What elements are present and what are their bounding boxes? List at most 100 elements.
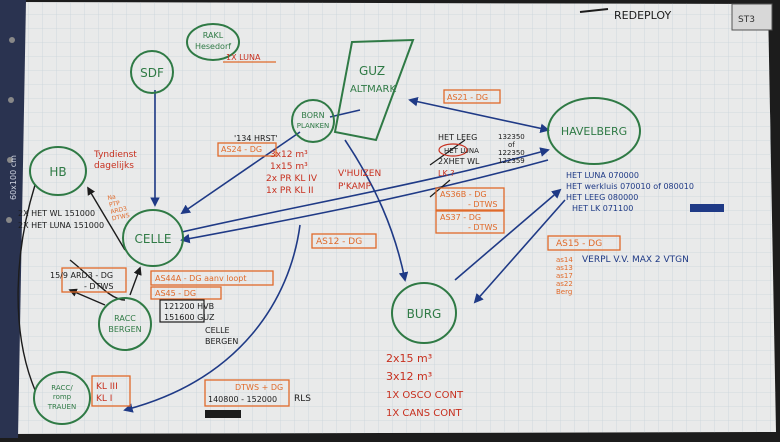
born-load-4: 1x PR KL II: [266, 186, 314, 196]
node-guz-altmark: GUZ ALTMARK: [333, 38, 415, 142]
burg-load-4: 1X CANS CONT: [386, 408, 463, 419]
het-time-1: 132350: [498, 133, 525, 141]
as12-label: AS12 - DG: [316, 237, 362, 247]
trauen-line3: TRAUEN: [47, 403, 76, 411]
born-loads: 3x12 m³ 1x15 m³ 2x PR KL IV 1x PR KL II …: [266, 150, 381, 196]
svg-text:PTP: PTP: [108, 200, 120, 209]
node-burg: BURG: [391, 282, 457, 344]
bergen-schedule: 121200 HVB 151600 GUZ CELLE BERGEN: [159, 299, 238, 346]
born-line1: BORN: [301, 111, 324, 120]
corner-tag-box: [731, 3, 773, 31]
node-hb: HB: [29, 146, 87, 196]
havelberg-schedule: HET LUNA 070000 HET werkluis 070010 of 0…: [566, 171, 724, 213]
celle-label: CELLE: [135, 232, 172, 246]
het-3: 2XHET WL: [438, 157, 480, 166]
hb-annotations: Tyndienst dagelijks 2X HET WL 151000 2X …: [18, 150, 137, 230]
guz-line1: GUZ: [359, 64, 385, 78]
het-1: HET LEEG: [438, 133, 477, 142]
trauen-line1: RACC/: [51, 384, 73, 392]
hb-note-1: Tyndienst: [93, 150, 137, 160]
as36-2: - DTWS: [468, 200, 497, 209]
rakl-tag: 1X LUNA: [226, 53, 261, 62]
as24-label: AS24 - DG: [221, 145, 262, 154]
havelberg-label: HAVELBERG: [561, 125, 627, 138]
as15-o1: as14: [556, 256, 573, 264]
rakl-line2: Hesedorf: [195, 42, 231, 51]
kl-1: KL III: [96, 382, 118, 392]
hb-label: HB: [49, 165, 66, 179]
corner-tag: ST3: [738, 15, 755, 25]
bergen-row-3: CELLE: [205, 326, 230, 335]
burg-loads: 2x15 m³ 3x12 m³ 1X OSCO CONT 1X CANS CON…: [386, 352, 464, 419]
vhuizen-1: V'HUIZEN: [338, 169, 381, 179]
ard3-box: 15/9 ARD3 - DG - DTWS: [50, 267, 127, 293]
born-load-3: 2x PR KL IV: [266, 174, 318, 184]
bergen-line1: RACC: [114, 314, 136, 323]
as15-group: AS15 - DG as14 as13 as17 as22 Berg VERPL…: [547, 235, 689, 296]
as12-box: AS12 - DG: [311, 233, 377, 249]
celle-orange-note: Na PTP ARD3 DTWS: [107, 193, 131, 222]
havel-redacted: [690, 204, 724, 212]
trauen-kl-box: KL III KL I: [91, 375, 131, 407]
het-time-3: 122350: [498, 149, 525, 157]
node-havelberg: HAVELBERG: [547, 97, 641, 165]
svg-text:Na: Na: [107, 193, 117, 202]
vhuizen-2: P'KAMP: [338, 182, 372, 192]
het-block: HET LEEG HET LUNA 2XHET WL LK ? 132350 o…: [438, 133, 525, 178]
dtws-time: 140800 - 152000: [208, 395, 277, 404]
as21-label: AS21 - DG: [447, 93, 488, 102]
hb-het-1: 2X HET WL 151000: [18, 209, 95, 218]
as21-box: AS21 - DG: [443, 89, 501, 104]
as36-1: AS36B - DG: [440, 190, 487, 199]
born-line2: PLANKEN: [297, 122, 330, 130]
redacted-mark: [205, 410, 241, 418]
havel-row-4: HET LK 071100: [572, 204, 633, 213]
node-racc-bergen: RACC BERGEN: [98, 297, 152, 351]
as44-label: AS44A - DG aanv loopt: [155, 274, 246, 283]
rls-label: RLS: [294, 394, 311, 404]
burg-load-2: 3x12 m³: [386, 370, 432, 383]
as24-group: '134 HRST' AS24 - DG: [217, 134, 278, 157]
sdf-label: SDF: [140, 66, 164, 80]
as15-label: AS15 - DG: [556, 239, 602, 249]
havel-row-3: HET LEEG 080000: [566, 193, 638, 202]
bergen-row-2: 151600 GUZ: [164, 313, 215, 322]
hb-het-2: 2X HET LUNA 151000: [18, 221, 104, 230]
as36-as37-boxes: AS36B - DG - DTWS AS37 - DG - DTWS: [435, 187, 505, 234]
bergen-line2: BERGEN: [108, 325, 141, 334]
as37-2: - DTWS: [468, 223, 497, 232]
bergen-row-4: BERGEN: [205, 337, 238, 346]
node-born-planken: BORN PLANKEN: [291, 99, 335, 143]
havel-row-2: HET werkluis 070010 of 080010: [566, 182, 694, 191]
het-2: HET LUNA: [444, 147, 479, 155]
kl-2: KL I: [96, 394, 112, 404]
burg-load-1: 2x15 m³: [386, 352, 432, 365]
as15-o2: as13: [556, 264, 573, 272]
born-load-1: 3x12 m³: [270, 150, 308, 160]
het-time-4: 122359: [498, 157, 525, 165]
havel-row-1: HET LUNA 070000: [566, 171, 639, 180]
as15-o5: Berg: [556, 288, 572, 296]
node-racc-trauen: RACC/ romp TRAUEN: [33, 371, 91, 425]
verpl-label: VERPL V.V. MAX 2 VTGN: [582, 255, 689, 265]
burg-load-3: 1X OSCO CONT: [386, 390, 464, 401]
as45-label: AS45 - DG: [155, 289, 196, 298]
het-4: LK ?: [438, 169, 455, 178]
as15-o4: as22: [556, 280, 573, 288]
bergen-row-1: 121200 HVB: [164, 302, 214, 311]
het-time-2: of: [508, 141, 515, 149]
connections: [17, 90, 566, 413]
ard3-line1: 15/9 ARD3 - DG: [50, 271, 113, 280]
guz-line2: ALTMARK: [350, 84, 397, 95]
born-load-2: 1x15 m³: [270, 162, 308, 172]
as15-o3: as17: [556, 272, 573, 280]
hrst-label: '134 HRST': [234, 134, 278, 143]
svg-text:ARD3: ARD3: [110, 205, 128, 215]
rakl-line1: RAKL: [203, 31, 224, 40]
dtws-box: DTWS + DG 140800 - 152000 RLS: [204, 379, 311, 418]
node-sdf: SDF: [130, 50, 174, 94]
as44-box: AS44A - DG aanv loopt AS45 - DG: [150, 270, 274, 300]
hb-note-2: dagelijks: [94, 161, 134, 171]
